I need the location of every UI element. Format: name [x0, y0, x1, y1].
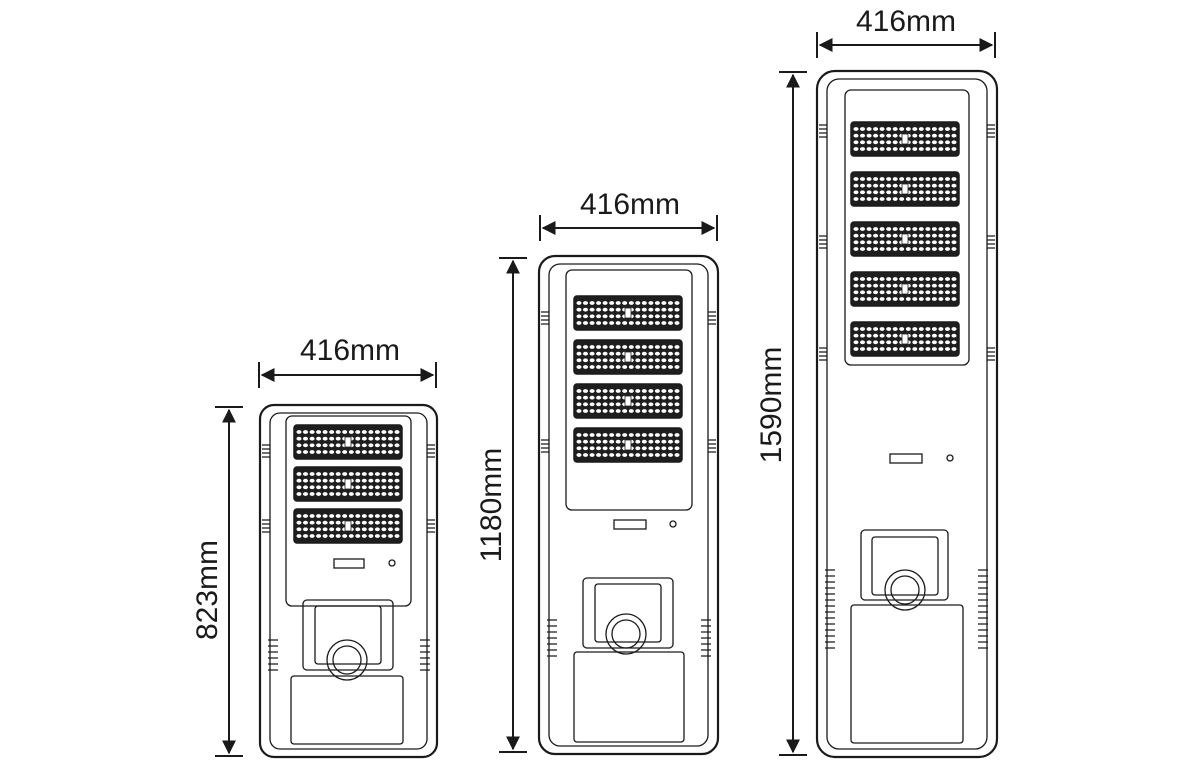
led-module: [293, 508, 403, 544]
height-dimension-small: 823mm: [191, 406, 243, 757]
led-module: [293, 466, 403, 502]
height-label-large: 1590mm: [755, 347, 788, 464]
lamp-medium: 416mm 1180mm: [475, 188, 720, 756]
lamp-body-medium: [537, 254, 720, 756]
led-module: [573, 295, 683, 331]
width-dimension-large: 416mm: [816, 5, 996, 58]
led-modules-medium: [573, 295, 683, 463]
width-label-large: 416mm: [856, 5, 956, 38]
width-dimension-small: 416mm: [258, 334, 437, 388]
led-module: [850, 171, 960, 207]
led-module: [293, 424, 403, 460]
led-modules-small: [293, 424, 403, 544]
led-module: [573, 383, 683, 419]
width-label-small: 416mm: [300, 334, 400, 367]
height-dimension-medium: 1180mm: [475, 257, 527, 753]
led-module: [850, 271, 960, 307]
width-label-medium: 416mm: [580, 188, 680, 221]
led-module: [573, 427, 683, 463]
led-module: [573, 339, 683, 375]
height-dimension-large: 1590mm: [755, 71, 807, 756]
width-dimension-medium: 416mm: [539, 188, 718, 241]
height-label-medium: 1180mm: [475, 448, 508, 563]
lamp-large: 416mm 1590mm: [755, 5, 999, 759]
led-modules-large: [850, 121, 960, 357]
lamp-body-small: [258, 403, 439, 759]
height-label-small: 823mm: [191, 540, 224, 640]
lamp-small: 416mm 823mm: [191, 334, 439, 759]
led-module: [850, 121, 960, 157]
led-module: [850, 221, 960, 257]
lamp-body-large: [815, 69, 999, 759]
led-module: [850, 321, 960, 357]
